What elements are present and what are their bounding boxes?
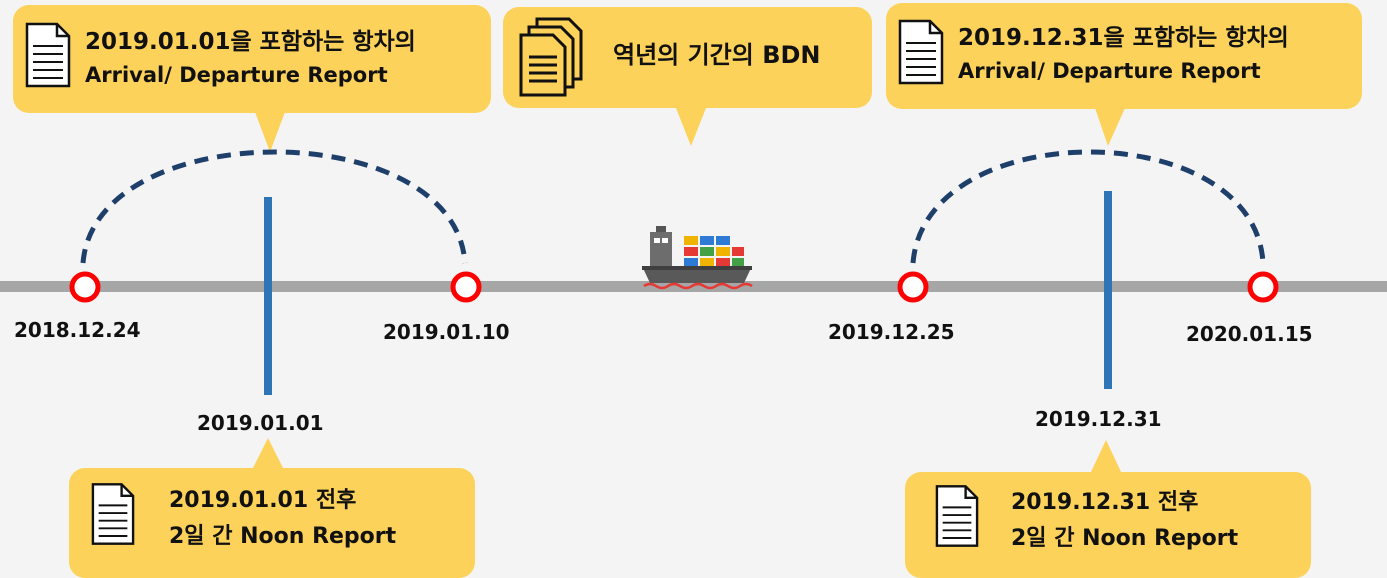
- callout-end-tail: [1095, 108, 1125, 146]
- date-voyage1-end: 2019.01.10: [383, 320, 510, 344]
- marker-line-2: [1104, 191, 1112, 389]
- callout-bdn: 역년의 기간의 BDN: [503, 7, 872, 108]
- callout-noon-start-line1: 2019.01.01 전후: [169, 488, 357, 513]
- voyage-arc-1: [80, 149, 468, 264]
- voyage1-end-circle: [450, 271, 482, 303]
- callout-end-line1: 2019.12.31을 포함하는 항차의: [958, 25, 1289, 51]
- voyage-arc-2: [910, 149, 1266, 264]
- date-voyage2-end: 2020.01.15: [1186, 322, 1313, 346]
- callout-voyage-start: 2019.01.01을 포함하는 항차의 Arrival/ Departure …: [13, 5, 491, 113]
- callout-start-line1: 2019.01.01을 포함하는 항차의: [85, 29, 416, 55]
- document-icon: [935, 485, 979, 547]
- date-marker1: 2019.01.01: [197, 411, 324, 435]
- marker-line-1: [264, 197, 272, 395]
- document-icon: [91, 483, 135, 545]
- container-ship-icon: [642, 226, 753, 290]
- callout-end-line2: Arrival/ Departure Report: [958, 59, 1261, 83]
- callout-middle-tail: [676, 108, 706, 146]
- callout-noon-end: 2019.12.31 전후 2일 간 Noon Report: [905, 472, 1311, 578]
- documents-stack-icon: [519, 17, 583, 97]
- callout-noon-end-tail: [1090, 440, 1122, 474]
- callout-noon-start: 2019.01.01 전후 2일 간 Noon Report: [69, 468, 475, 578]
- voyage1-start-circle: [69, 271, 101, 303]
- callout-start-line2: Arrival/ Departure Report: [85, 63, 388, 87]
- callout-voyage-end: 2019.12.31을 포함하는 항차의 Arrival/ Departure …: [886, 3, 1362, 109]
- document-icon: [25, 22, 71, 88]
- callout-bdn-text: 역년의 기간의 BDN: [613, 41, 821, 69]
- date-voyage1-start: 2018.12.24: [14, 318, 141, 342]
- callout-noon-start-tail: [252, 438, 284, 470]
- callout-noon-end-line1: 2019.12.31 전후: [1011, 490, 1199, 515]
- callout-noon-end-line2: 2일 간 Noon Report: [1011, 526, 1239, 551]
- voyage2-start-circle: [897, 271, 929, 303]
- document-icon: [898, 19, 944, 85]
- callout-noon-start-line2: 2일 간 Noon Report: [169, 524, 397, 549]
- date-marker2: 2019.12.31: [1035, 407, 1162, 431]
- callout-start-tail: [255, 112, 285, 152]
- date-voyage2-start: 2019.12.25: [828, 320, 955, 344]
- voyage2-end-circle: [1247, 271, 1279, 303]
